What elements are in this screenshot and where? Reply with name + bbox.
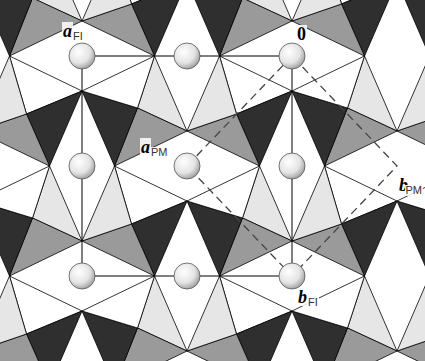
octahedron-face: [0, 114, 50, 166]
octahedron-face: [292, 166, 342, 241]
octahedron-face: [397, 0, 425, 56]
axis-subscript: PM: [150, 147, 169, 158]
octahedron-face: [397, 276, 425, 351]
octahedron-face: [0, 56, 27, 131]
octahedron-face: [187, 56, 237, 131]
axis-subscript: PM: [405, 185, 424, 196]
atom-sphere: [174, 153, 200, 179]
octahedron-face: [397, 56, 425, 131]
atom-sphere: [174, 263, 200, 289]
octahedron-face: [397, 166, 425, 218]
octahedron-face: [82, 0, 132, 21]
atom-sphere: [69, 153, 95, 179]
octahedron-face: [0, 166, 50, 218]
octahedron-face: [0, 276, 27, 351]
octahedron-face: [187, 276, 237, 351]
octahedron-face: [0, 0, 33, 56]
octahedron-face: [397, 201, 425, 276]
axis-subscript: FI: [72, 31, 84, 42]
axis-subscript: FI: [307, 297, 319, 308]
atom-sphere: [174, 43, 200, 69]
pm-cell: [187, 56, 397, 276]
origin-label: 0: [296, 25, 307, 43]
atom-sphere: [279, 153, 305, 179]
unit-cells: [82, 56, 397, 276]
atom-sphere: [279, 263, 305, 289]
a-site-atoms: [69, 43, 305, 289]
atom-sphere: [69, 263, 95, 289]
octahedron-face: [82, 166, 132, 241]
atom-sphere: [279, 43, 305, 69]
atom-sphere: [69, 43, 95, 69]
octahedron-face: [292, 0, 342, 21]
